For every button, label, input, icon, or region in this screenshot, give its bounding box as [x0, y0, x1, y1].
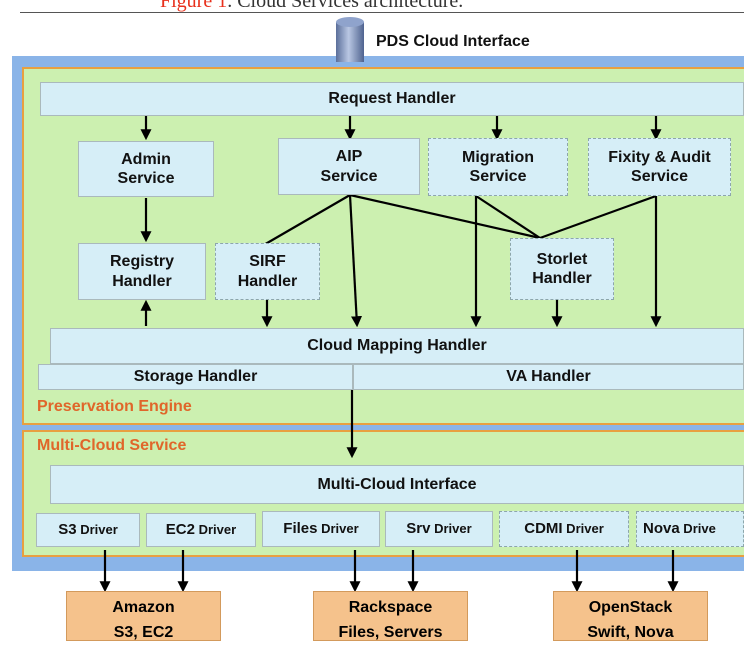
- storlet-handler-line2: Handler: [532, 270, 592, 287]
- storlet-handler: Storlet Handler: [510, 238, 614, 300]
- pds-cloud-interface-label: PDS Cloud Interface: [376, 33, 530, 50]
- provider-rackspace-sub: Files, Servers: [338, 623, 443, 641]
- figure-caption: Figure 1. Cloud Services architecture.: [160, 0, 680, 22]
- registry-handler-line1: Registry: [109, 253, 175, 271]
- database-cylinder-icon: [336, 17, 364, 62]
- driver-s3-name: S3: [58, 521, 77, 538]
- driver-nova-suffix: Drive: [679, 521, 716, 537]
- migration-service-line2: Service: [469, 168, 527, 185]
- multi-cloud-interface: Multi-Cloud Interface: [50, 465, 744, 504]
- driver-ec2-suffix: Driver: [194, 522, 237, 538]
- registry-handler: Registry Handler: [78, 243, 206, 300]
- driver-files-name: Files: [283, 520, 318, 537]
- provider-openstack-name: OpenStack: [588, 599, 673, 616]
- admin-service-line1: Admin: [121, 150, 171, 168]
- sirf-handler-line2: Handler: [237, 272, 298, 290]
- sirf-handler: SIRF Handler: [215, 243, 320, 300]
- driver-ec2: EC2 Driver: [146, 513, 256, 547]
- storage-handler: Storage Handler: [38, 364, 353, 390]
- provider-rackspace-name: Rackspace: [348, 599, 433, 616]
- provider-amazon-name: Amazon: [112, 599, 175, 616]
- fixity-audit-service-line2: Service: [631, 168, 688, 185]
- driver-srv-name: Srv: [406, 520, 431, 537]
- fixity-audit-service-line1: Fixity & Audit: [608, 148, 711, 166]
- aip-service: AIP Service: [278, 138, 420, 195]
- registry-handler-line2: Handler: [112, 272, 172, 290]
- driver-nova: Nova Drive: [636, 511, 744, 547]
- provider-amazon-sub: S3, EC2: [113, 623, 174, 641]
- driver-ec2-name: EC2: [165, 521, 195, 538]
- aip-service-line2: Service: [320, 167, 378, 185]
- driver-srv: Srv Driver: [385, 511, 493, 547]
- va-handler: VA Handler: [353, 364, 744, 390]
- driver-srv-suffix: Driver: [430, 521, 472, 537]
- driver-s3: S3 Driver: [36, 513, 140, 547]
- driver-cdmi: CDMI Driver: [499, 511, 629, 547]
- driver-cdmi-suffix: Driver: [562, 521, 604, 537]
- multi-cloud-service-label: Multi-Cloud Service: [37, 437, 187, 454]
- admin-service: Admin Service: [78, 141, 214, 197]
- driver-nova-name: Nova: [643, 520, 680, 537]
- admin-service-line2: Service: [117, 170, 175, 187]
- provider-openstack: OpenStack Swift, Nova: [553, 591, 708, 641]
- preservation-engine-label: Preservation Engine: [37, 398, 192, 415]
- cloud-mapping-handler: Cloud Mapping Handler: [50, 328, 744, 364]
- figure-caption-prefix: Figure 1: [160, 0, 228, 12]
- migration-service: Migration Service: [428, 138, 568, 196]
- driver-s3-suffix: Driver: [76, 522, 118, 538]
- storlet-handler-line1: Storlet: [536, 250, 588, 268]
- driver-cdmi-name: CDMI: [524, 520, 563, 537]
- figure-caption-text: . Cloud Services architecture.: [227, 0, 464, 12]
- driver-files: Files Driver: [262, 511, 380, 547]
- migration-service-line1: Migration: [462, 148, 534, 166]
- request-handler: Request Handler: [40, 82, 744, 116]
- sirf-handler-line1: SIRF: [249, 253, 286, 271]
- fixity-audit-service: Fixity & Audit Service: [588, 138, 731, 196]
- provider-openstack-sub: Swift, Nova: [587, 623, 674, 641]
- caption-rule: [20, 12, 744, 13]
- aip-service-line1: AIP: [335, 148, 363, 166]
- driver-files-suffix: Driver: [317, 521, 359, 537]
